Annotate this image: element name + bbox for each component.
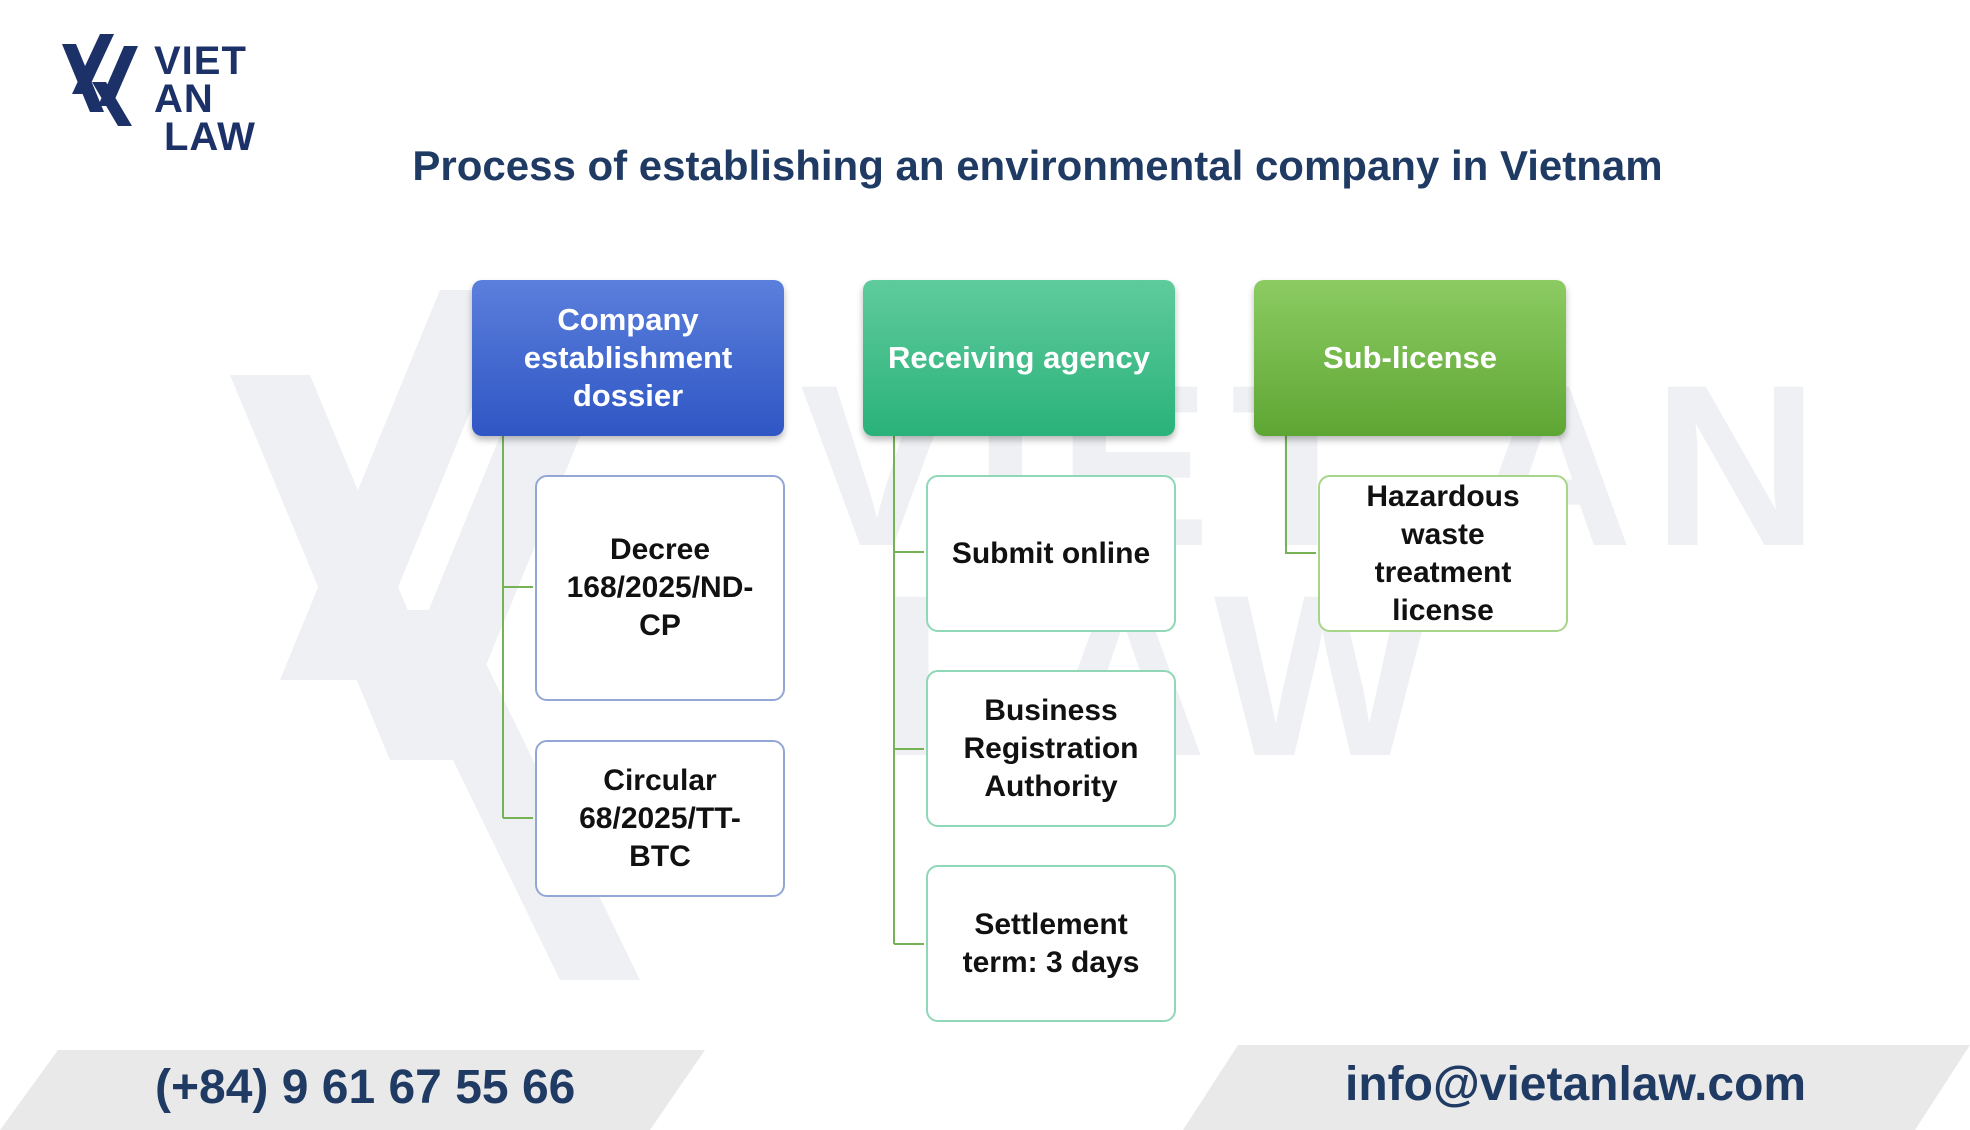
logo-wordmark: VIET AN LAW: [154, 39, 312, 159]
footer-bands: [0, 1045, 1970, 1130]
item-settlement-term: Settlement term: 3 days: [926, 865, 1176, 1022]
logo-line-1: VIET AN: [154, 39, 247, 121]
connector-col2: [893, 436, 924, 945]
header-sub-license: Sub-license: [1254, 280, 1566, 436]
vietan-logo-icon: [62, 34, 138, 126]
header-company-establishment-dossier: Company establishment dossier: [472, 280, 784, 436]
contact-phone[interactable]: (+84) 9 61 67 55 66: [155, 1061, 576, 1114]
page-title: Process of establishing an environmental…: [412, 142, 1663, 189]
item-decree: Decree 168/2025/ND-CP: [535, 475, 785, 701]
company-logo: VIET AN LAW: [62, 34, 312, 157]
contact-email[interactable]: info@vietanlaw.com: [1345, 1058, 1807, 1111]
item-circular: Circular 68/2025/TT-BTC: [535, 740, 785, 897]
item-hazardous-waste-license: Hazardous waste treatment license: [1318, 475, 1568, 632]
connector-col1: [502, 436, 533, 819]
header-receiving-agency: Receiving agency: [863, 280, 1175, 436]
logo-line-2: LAW: [164, 115, 256, 159]
item-submit-online: Submit online: [926, 475, 1176, 632]
item-business-registration-authority: Business Registration Authority: [926, 670, 1176, 827]
connector-col3: [1285, 436, 1316, 554]
